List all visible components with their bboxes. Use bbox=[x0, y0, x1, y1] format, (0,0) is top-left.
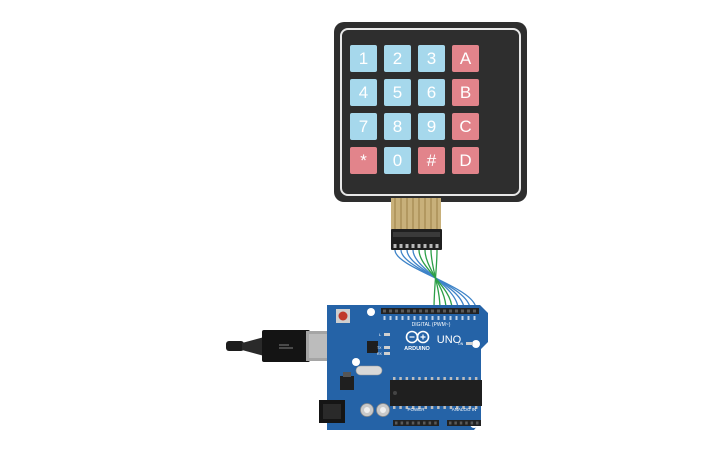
keypad-key-A[interactable]: A bbox=[452, 45, 479, 72]
digital-header-label: DIGITAL (PWM~) bbox=[412, 322, 451, 328]
crystal bbox=[355, 365, 383, 376]
keypad-key-label: 1 bbox=[359, 49, 368, 68]
keypad-key-3[interactable]: 3 bbox=[418, 45, 445, 72]
analog-header[interactable] bbox=[447, 420, 481, 426]
keypad-key-label: 5 bbox=[393, 83, 402, 102]
keypad-key-#[interactable]: # bbox=[418, 147, 445, 174]
led-rx-label: RX bbox=[377, 352, 383, 356]
keypad-key-label: 4 bbox=[359, 83, 368, 102]
keypad-key-4[interactable]: 4 bbox=[350, 79, 377, 106]
keypad-key-label: 0 bbox=[393, 151, 402, 170]
digital-header[interactable] bbox=[381, 308, 479, 314]
keypad-key-6[interactable]: 6 bbox=[418, 79, 445, 106]
arduino-uno-board[interactable]: DIGITAL (PWM~) L TX RX ON ARDUINO UNO bbox=[319, 305, 488, 430]
mount-hole bbox=[352, 358, 360, 366]
keypad-key-7[interactable]: 7 bbox=[350, 113, 377, 140]
mount-hole bbox=[472, 340, 480, 348]
led-tx-label: TX bbox=[377, 346, 382, 350]
led-on-label: ON bbox=[458, 342, 464, 346]
power-header[interactable] bbox=[393, 420, 439, 426]
analog-label: ANALOG IN bbox=[452, 407, 477, 412]
keypad-key-C[interactable]: C bbox=[452, 113, 479, 140]
keypad-key-9[interactable]: 9 bbox=[418, 113, 445, 140]
keypad-key-label: 9 bbox=[427, 117, 436, 136]
keypad-module[interactable]: 1 2 3 A 4 5 6 B 7 8 9 C * 0 # D bbox=[334, 22, 527, 202]
cable-boot bbox=[242, 336, 268, 357]
keypad-key-label: A bbox=[460, 49, 472, 68]
keypad-keys: 1 2 3 A 4 5 6 B 7 8 9 C * 0 # D bbox=[350, 45, 479, 174]
brand-label: ARDUINO bbox=[404, 346, 430, 352]
keypad-key-label: C bbox=[459, 117, 471, 136]
keypad-key-0[interactable]: 0 bbox=[384, 147, 411, 174]
keypad-ribbon bbox=[391, 198, 441, 230]
atmega-chip bbox=[390, 377, 482, 409]
led-l bbox=[384, 333, 390, 336]
power-jack[interactable] bbox=[319, 400, 345, 423]
led-on bbox=[466, 342, 473, 345]
led-rx bbox=[384, 352, 390, 355]
mount-hole bbox=[367, 308, 375, 316]
keypad-key-D[interactable]: D bbox=[452, 147, 479, 174]
arduino-infinity-logo-icon bbox=[405, 330, 430, 344]
voltage-regulator bbox=[340, 376, 354, 390]
model-label: UNO bbox=[437, 334, 462, 346]
power-label: POWER bbox=[407, 407, 425, 412]
keypad-key-label: 8 bbox=[393, 117, 402, 136]
keypad-key-2[interactable]: 2 bbox=[384, 45, 411, 72]
reset-button-icon[interactable] bbox=[336, 309, 350, 323]
keypad-key-*[interactable]: * bbox=[350, 147, 377, 174]
keypad-key-label: # bbox=[427, 151, 437, 170]
keypad-key-B[interactable]: B bbox=[452, 79, 479, 106]
capacitors bbox=[360, 403, 390, 417]
keypad-key-label: 7 bbox=[359, 117, 368, 136]
keypad-key-1[interactable]: 1 bbox=[350, 45, 377, 72]
led-tx bbox=[384, 346, 390, 349]
keypad-key-label: B bbox=[460, 83, 471, 102]
usb-chip bbox=[367, 341, 378, 353]
keypad-key-label: D bbox=[459, 151, 471, 170]
usb-plug-housing bbox=[262, 330, 310, 362]
cable-strain-relief bbox=[226, 341, 244, 351]
jumper-wire[interactable] bbox=[433, 249, 438, 310]
keypad-key-8[interactable]: 8 bbox=[384, 113, 411, 140]
keypad-key-label: 2 bbox=[393, 49, 402, 68]
keypad-key-label: 3 bbox=[427, 49, 436, 68]
usb-cable-icon[interactable] bbox=[226, 330, 342, 362]
keypad-key-5[interactable]: 5 bbox=[384, 79, 411, 106]
keypad-key-label: * bbox=[360, 151, 367, 170]
keypad-frame bbox=[340, 28, 521, 196]
keypad-key-label: 6 bbox=[427, 83, 436, 102]
keypad-connector[interactable] bbox=[391, 229, 442, 250]
usb-symbol bbox=[279, 344, 293, 349]
jumper-wires[interactable] bbox=[394, 249, 477, 310]
led-l-label: L bbox=[379, 332, 382, 337]
